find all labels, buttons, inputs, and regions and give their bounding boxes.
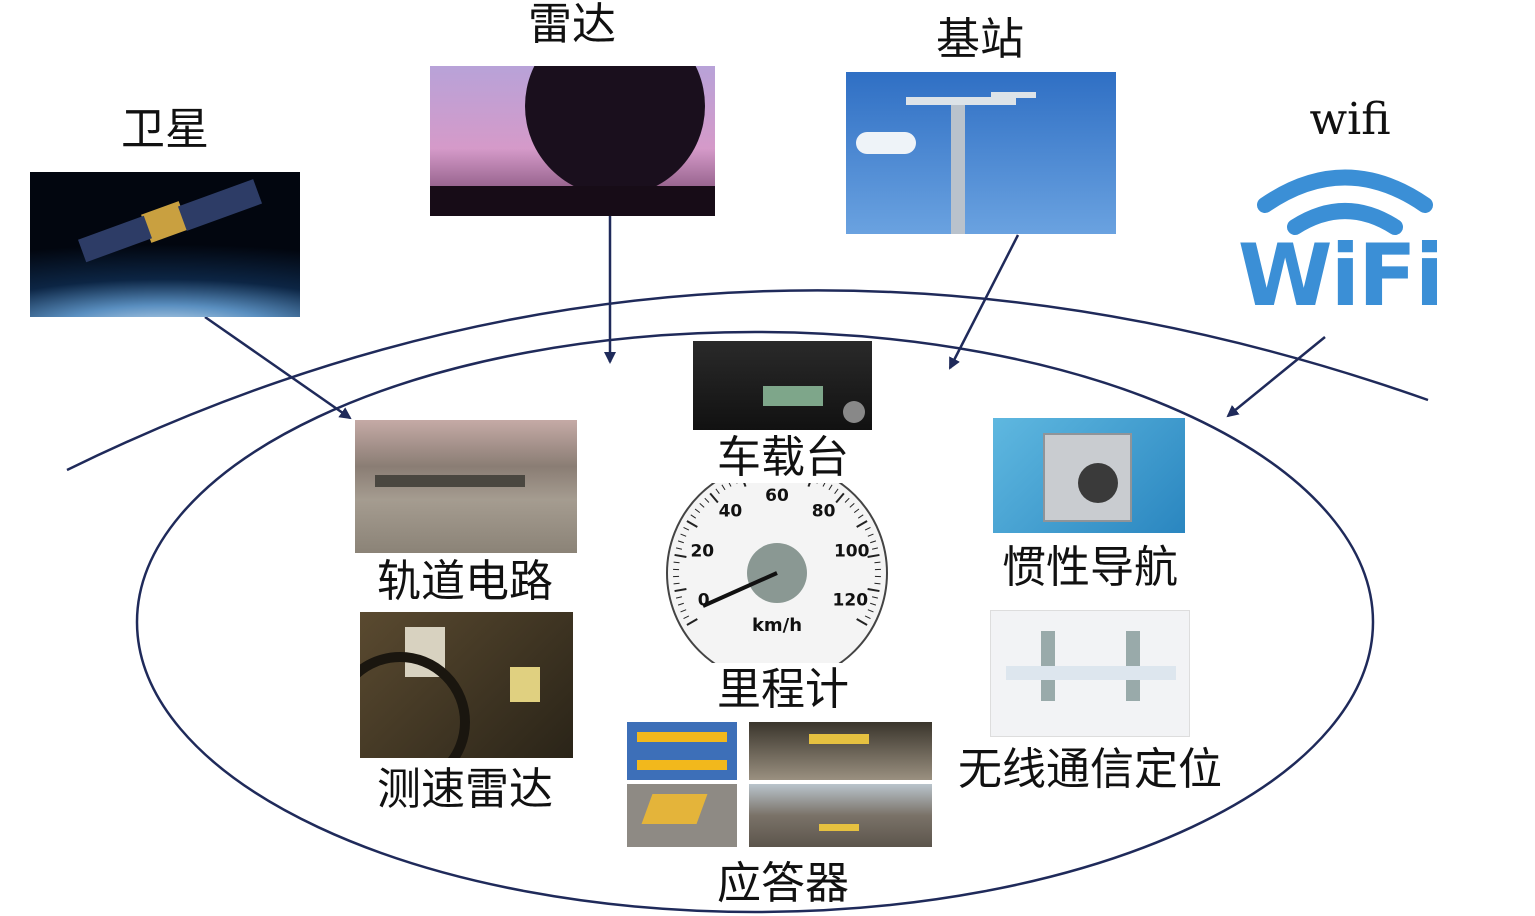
speed-tick-mark [680, 533, 687, 537]
speed-tick-mark [822, 483, 826, 487]
speed-unit: km/h [752, 615, 802, 636]
speed-tick-mark [694, 508, 701, 514]
speed-tick-mark [870, 602, 877, 606]
speed-tick-mark [704, 497, 710, 503]
speed-tick-mark [673, 561, 680, 564]
speed-tick-mark [857, 514, 864, 519]
speed-tick-mark [743, 483, 747, 487]
track-circuit-image [355, 420, 577, 553]
inertial-navigation-image [993, 418, 1185, 533]
speed-tick-mark [864, 526, 871, 531]
speed-tick-label: 20 [690, 542, 714, 562]
speed-tick-mark [686, 520, 698, 528]
speed-tick-mark [849, 503, 855, 508]
speed-tick-mark [874, 582, 881, 585]
speed-tick-mark [844, 497, 850, 503]
speed-tick-mark [728, 483, 732, 487]
speed-tick-mark [677, 540, 684, 544]
wifi-label: wifi [1309, 94, 1391, 145]
satellite-label: 卫星 [121, 104, 209, 155]
speed-tick-mark [673, 582, 680, 585]
speed-tick-mark [677, 602, 684, 606]
vehicle-radio-image [693, 341, 872, 430]
speed-tick-label: 120 [833, 591, 869, 611]
satellite-image [30, 172, 300, 317]
speed-tick-mark [699, 503, 705, 508]
speed-tick-mark [675, 547, 683, 550]
arrow-satellite [204, 315, 352, 420]
vehicle-ellipse [135, 330, 1375, 914]
balise-images [627, 722, 932, 847]
speed-tick-mark [683, 526, 690, 531]
speed-tick-label: 80 [812, 501, 836, 521]
speed-tick-mark [690, 514, 697, 519]
speed-tick-mark [683, 615, 690, 620]
speed-tick-mark [715, 488, 720, 495]
speed-tick-mark [871, 547, 879, 550]
speed-tick-mark [680, 609, 687, 613]
speed-tick-mark [856, 618, 868, 626]
speed-tick-mark [834, 488, 839, 495]
wifi-logo-text: WiFi [1237, 226, 1445, 326]
speed-tick-label: 100 [834, 542, 870, 562]
balise-image-4 [749, 784, 932, 847]
radar-label: 雷达 [528, 0, 616, 50]
speed-tick-mark [867, 533, 874, 537]
balise-image-3 [627, 784, 737, 847]
speed-tick-mark [867, 609, 874, 613]
balise-image-2 [749, 722, 932, 780]
wireless-positioning-image [990, 610, 1190, 737]
speed-tick-mark [867, 553, 880, 559]
coverage-arc [66, 289, 1429, 472]
wifi-icon [1257, 169, 1433, 235]
speed-radar-image [360, 612, 573, 758]
speed-tick-mark [835, 492, 845, 504]
speed-tick-mark [856, 520, 868, 528]
speed-radar-label: 测速雷达 [377, 764, 553, 815]
speed-tick-mark [871, 596, 879, 599]
speed-tick-mark [709, 492, 719, 504]
wifi-logo: WiFi [1215, 165, 1465, 327]
speed-tick-mark [828, 484, 833, 491]
base-station-label: 基站 [936, 14, 1024, 65]
speed-tick-mark [870, 540, 877, 544]
speedometer-needle [702, 571, 778, 608]
arrow-wifi [1226, 336, 1326, 418]
base-station-image [846, 72, 1116, 234]
speed-tick-mark [686, 618, 698, 626]
balise-label: 应答器 [717, 858, 849, 909]
vehicle-radio-label: 车载台 [717, 432, 849, 483]
speed-tick-mark [874, 561, 881, 564]
radar-image [430, 66, 715, 216]
speed-tick-mark [675, 596, 683, 599]
track-circuit-label: 轨道电路 [377, 556, 553, 607]
wireless-positioning-label: 无线通信定位 [958, 744, 1222, 795]
speed-tick-label: 40 [719, 501, 743, 521]
inertial-navigation-label: 惯性导航 [1002, 542, 1178, 593]
speed-tick-mark [853, 508, 860, 514]
speed-tick-mark [807, 483, 811, 487]
speed-tick-mark [674, 587, 687, 593]
speed-tick-label: 60 [765, 486, 789, 506]
speed-tick-mark [867, 587, 880, 593]
speed-tick-mark [721, 484, 726, 491]
odometer-label: 里程计 [717, 664, 849, 715]
speed-tick-mark [864, 615, 871, 620]
speed-tick-mark [674, 553, 687, 559]
balise-image-1 [627, 722, 737, 780]
arrow-base-station [948, 234, 1020, 370]
